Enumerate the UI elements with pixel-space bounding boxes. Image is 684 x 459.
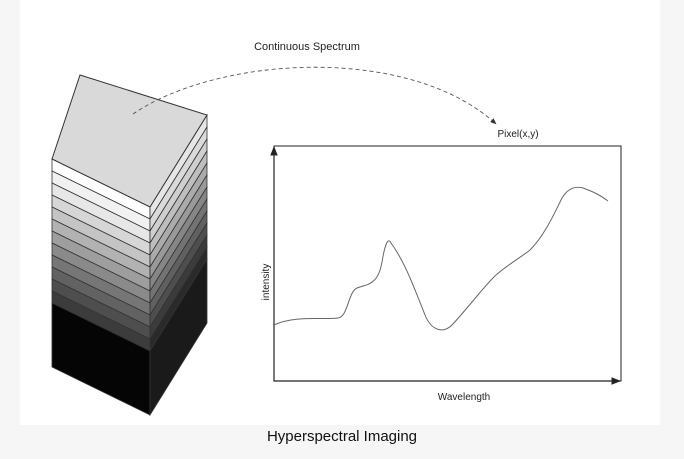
y-axis-label: intensity: [261, 264, 272, 301]
spectrum-plot: intensity Wavelength: [261, 145, 622, 403]
cube-layer-side: [149, 257, 208, 417]
spectrum-curve: [273, 186, 609, 331]
pixel-label: Pixel(x,y): [497, 129, 538, 140]
spectrum-arrow: [132, 66, 497, 125]
diagram-canvas: Continuous Spectrum Pixel(x,y) intensity…: [20, 0, 660, 425]
x-axis-label: Wavelength: [438, 392, 490, 403]
hyperspectral-cube: [51, 74, 208, 417]
cube-top-face: [51, 74, 208, 208]
figure-caption: Hyperspectral Imaging: [266, 428, 418, 445]
cube-spectral-layers: [51, 113, 208, 417]
hyperspectral-diagram: Continuous Spectrum Pixel(x,y) intensity…: [51, 41, 622, 417]
plot-frame: [273, 145, 622, 382]
continuous-spectrum-label: Continuous Spectrum: [254, 41, 360, 53]
